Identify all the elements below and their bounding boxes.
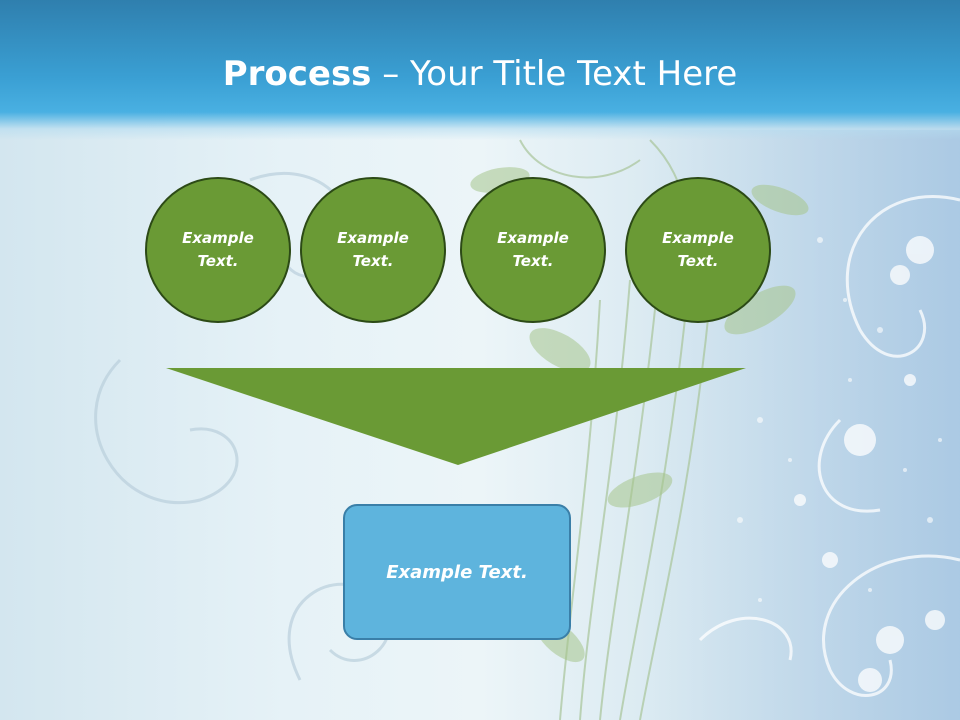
- result-box-label: Example Text.: [386, 561, 528, 583]
- header-band: [0, 0, 960, 140]
- process-circle-3-label: Example Text.: [497, 229, 569, 270]
- funnel-arrow: [166, 368, 746, 465]
- process-circle-2-label: Example Text.: [337, 229, 409, 270]
- process-circle-2[interactable]: Example Text.: [300, 177, 446, 323]
- process-circle-1-label: Example Text.: [182, 229, 254, 270]
- process-circle-4-label: Example Text.: [662, 229, 734, 270]
- title-bold-part: Process: [222, 54, 372, 94]
- slide-title: Process – Your Title Text Here: [0, 52, 960, 96]
- process-circle-1[interactable]: Example Text.: [145, 177, 291, 323]
- process-circle-4[interactable]: Example Text.: [625, 177, 771, 323]
- title-rest-part: – Your Title Text Here: [371, 54, 738, 94]
- process-circle-3[interactable]: Example Text.: [460, 177, 606, 323]
- result-box[interactable]: Example Text.: [343, 504, 571, 640]
